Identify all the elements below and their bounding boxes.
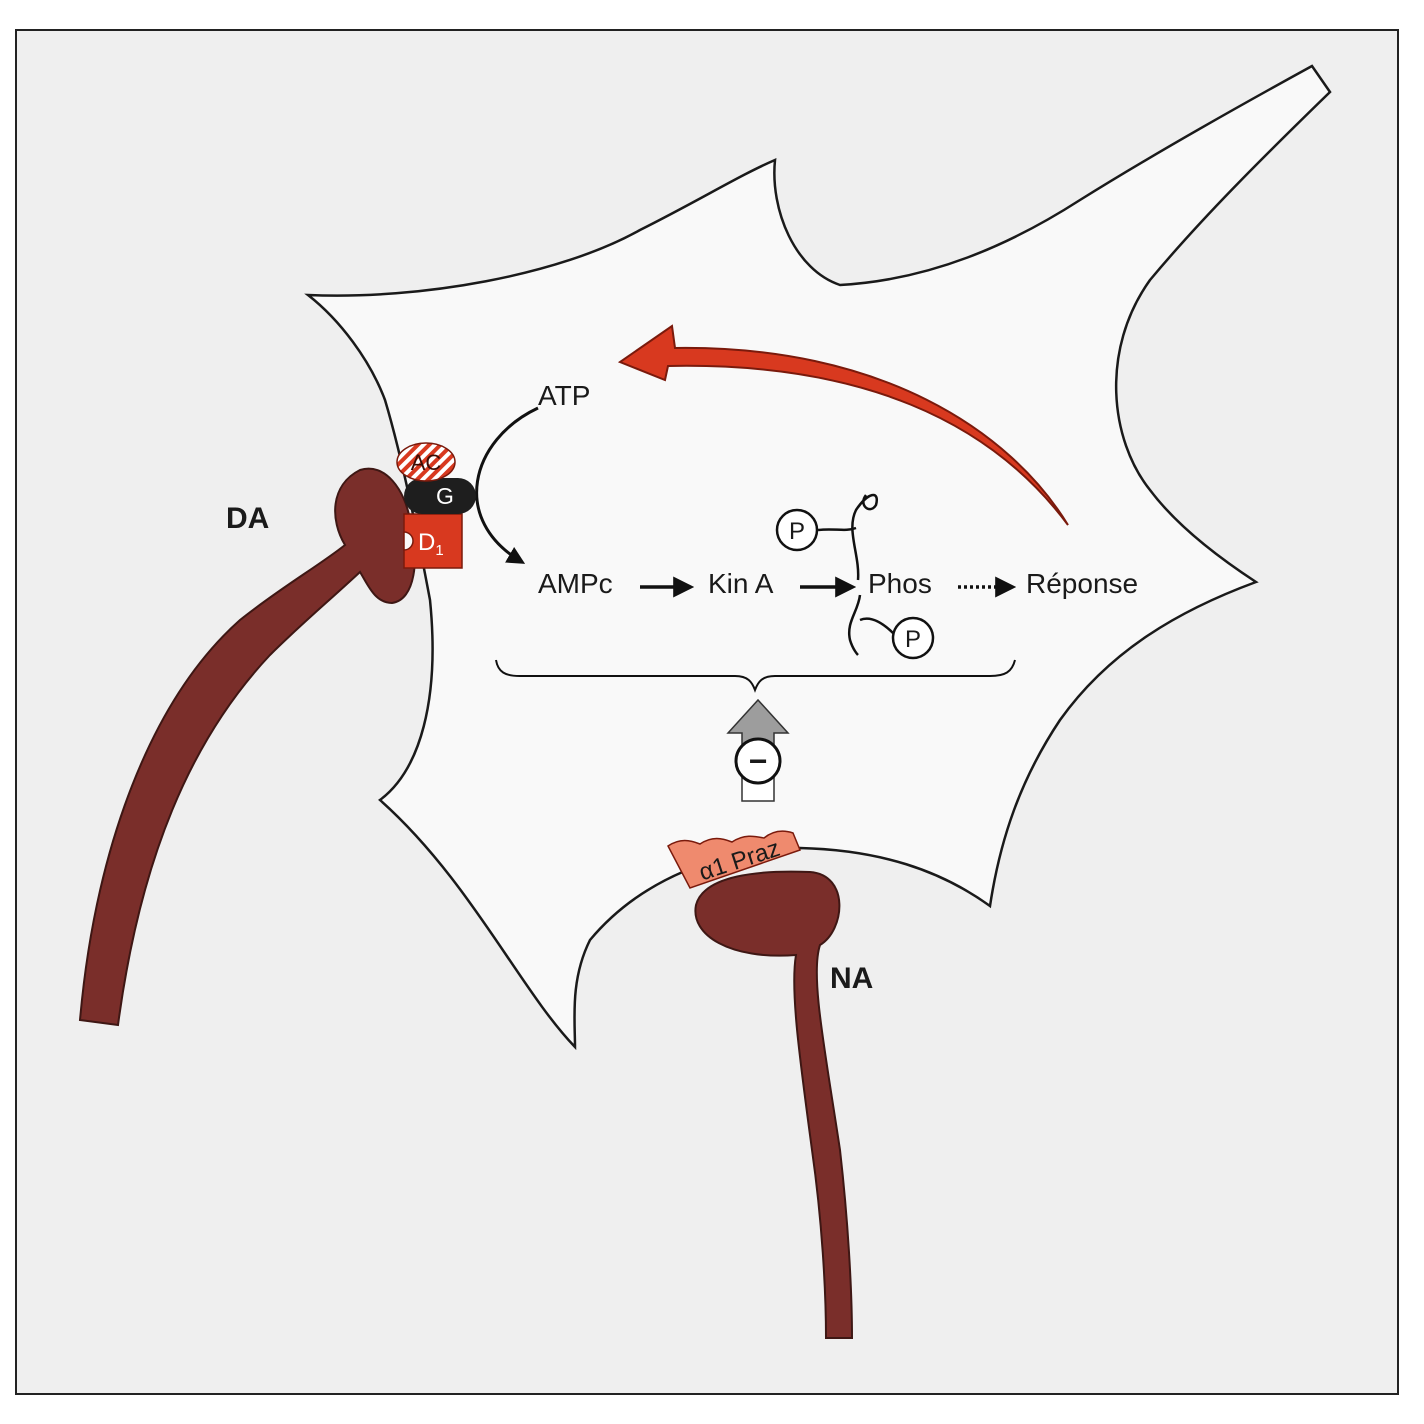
- kin-a-label: Kin A: [708, 568, 774, 599]
- phosphoprotein-lower: [847, 594, 862, 656]
- phosphate-label-lower: P: [905, 626, 921, 653]
- reponse-label: Réponse: [1026, 568, 1138, 599]
- g-label: G: [436, 483, 454, 509]
- d1-label-main: D: [418, 529, 435, 556]
- phosphate-circle-lower: [891, 616, 935, 660]
- da-label: DA: [226, 502, 269, 535]
- phosphate-label-upper: P: [789, 518, 805, 545]
- phosphoprotein-lower-branch: [859, 617, 895, 635]
- ampc-label: AMPc: [538, 568, 613, 599]
- phosphoprotein-upper: [851, 493, 879, 581]
- feedback-arrow: [617, 324, 1069, 526]
- na-axon: [694, 870, 854, 1339]
- neuron-cell-body: [304, 64, 1332, 1051]
- d1-label: D1: [418, 529, 444, 559]
- d1-label-subscript: 1: [435, 542, 443, 559]
- atp-to-ampc-arrow: [475, 406, 539, 564]
- phosphate-circle-upper: [775, 508, 819, 552]
- ac-label: AC: [411, 450, 442, 475]
- d1-receptor-notch: [403, 531, 414, 551]
- adenylate-cyclase: [396, 442, 456, 482]
- minus-label: −: [749, 743, 768, 779]
- inhibition-arrow: [726, 698, 790, 746]
- g-protein: [404, 478, 476, 514]
- pathway-brace: [495, 659, 1016, 693]
- phosphoprotein-upper-branch: [817, 526, 857, 532]
- na-label: NA: [830, 962, 873, 995]
- alpha1-praz-receptor: [667, 830, 801, 889]
- atp-label: ATP: [538, 380, 590, 411]
- minus-circle: [734, 737, 782, 785]
- phos-label: Phos: [868, 568, 932, 599]
